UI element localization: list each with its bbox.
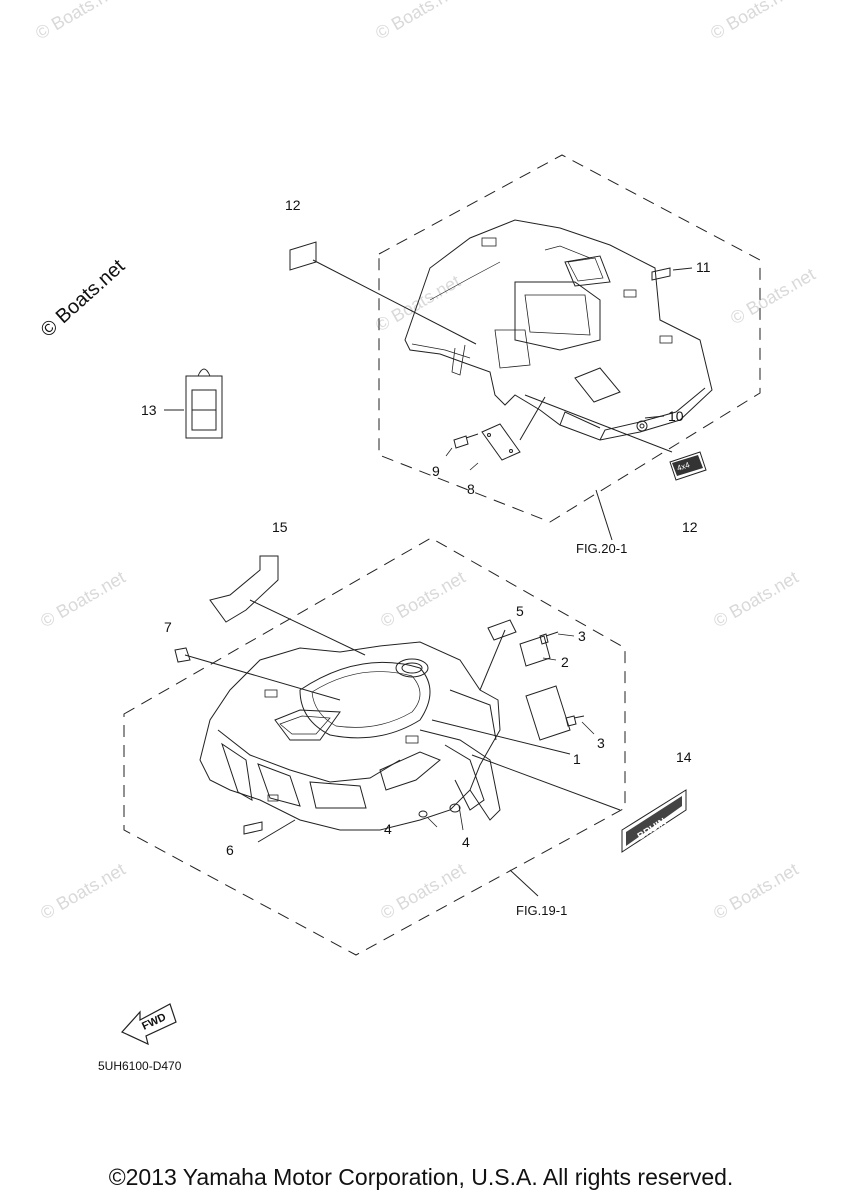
front-group-boundary: [123, 537, 626, 956]
leader-8: [519, 396, 546, 441]
copyright-notice: ©2013 Yamaha Motor Corporation, U.S.A. A…: [108, 1164, 734, 1190]
part-8-plate: [481, 423, 521, 461]
watermark: © Boats.net: [372, 0, 464, 43]
callout-5: 5: [516, 603, 524, 619]
callout-3-bottom: 3: [597, 735, 605, 751]
callout-6: 6: [226, 842, 234, 858]
rear-fender-assembly: [312, 154, 761, 541]
leader-12-top: [312, 259, 477, 345]
leader-5-2: [479, 629, 506, 691]
part-11-decal: [651, 267, 671, 281]
part-4-washer-b: [449, 803, 461, 813]
front-fender: [199, 641, 501, 831]
forward-arrow: FWD: [121, 1003, 177, 1046]
front-fender-assembly: [123, 537, 626, 956]
part-10-grommet: [636, 420, 648, 432]
part-4-washer-a: [418, 810, 428, 818]
watermark-group: © Boats.net © Boats.net © Boats.net © Bo…: [32, 0, 819, 923]
leader-fig19: [509, 869, 539, 897]
front-small-parts: [174, 555, 687, 853]
watermark: © Boats.net: [710, 859, 802, 923]
leader-fig20: [595, 489, 613, 541]
part-2-bracket: [519, 635, 551, 667]
callout-15: 15: [272, 519, 288, 535]
leader-7: [184, 654, 341, 701]
part-15-decal: [209, 555, 279, 623]
part-1-panel: [525, 685, 571, 741]
leader-10: [644, 415, 665, 419]
callout-13: 13: [141, 402, 157, 418]
watermark-main: © Boats.net: [37, 255, 130, 342]
callout-12: 12: [285, 197, 301, 213]
callout-4-left: 4: [384, 821, 392, 837]
watermark: © Boats.net: [377, 567, 469, 631]
callout-11: 11: [696, 259, 711, 275]
watermark: © Boats.net: [37, 859, 129, 923]
part-3-bolt-b: [565, 715, 585, 727]
watermark: © Boats.net: [37, 567, 129, 631]
leader-6: [257, 819, 296, 843]
leader-12-bottom: [524, 394, 673, 453]
callout-8: 8: [467, 481, 475, 497]
watermark: © Boats.net: [707, 0, 799, 43]
callout-2: 2: [561, 654, 569, 670]
callout-7: 7: [164, 619, 172, 635]
part-13-tag: [185, 375, 223, 439]
leader-1: [431, 719, 571, 755]
leader-15: [249, 599, 366, 656]
callout-3-top: 3: [578, 628, 586, 644]
part-7-cap: [174, 647, 191, 663]
rear-fender: [404, 219, 713, 441]
diagram-code: 5UH6100-D470: [98, 1059, 182, 1073]
watermark: © Boats.net: [377, 859, 469, 923]
leader-11: [672, 267, 693, 271]
part-12-badge: [669, 451, 707, 481]
part-5-decal: [487, 619, 517, 641]
part-14-decal: [621, 789, 687, 853]
part-3-bolt-a: [539, 631, 559, 645]
watermark: © Boats.net: [727, 264, 819, 328]
callout-9: 9: [432, 463, 440, 479]
callout-10: 10: [668, 408, 684, 424]
part-9-screw: [453, 433, 479, 449]
figure-ref-front[interactable]: FIG.19-1: [516, 903, 567, 918]
rear-small-parts: [164, 241, 707, 481]
leader-14: [471, 754, 621, 811]
figure-ref-rear[interactable]: FIG.20-1: [576, 541, 627, 556]
rear-badge-text: 4x4: [676, 460, 692, 473]
callout-12-badge: 12: [682, 519, 698, 535]
part-6-decal: [243, 821, 263, 835]
callout-4-right: 4: [462, 834, 470, 850]
part-12-label-decal: [289, 241, 317, 271]
rear-group-boundary: [378, 154, 761, 523]
callout-numbers: 12 11 13 10 9 8 12 15 5 7 3 2 3 1 14 4 4…: [141, 197, 711, 858]
watermark: © Boats.net: [32, 0, 124, 43]
watermark: © Boats.net: [710, 567, 802, 631]
callout-1: 1: [573, 751, 581, 767]
callout-14: 14: [676, 749, 692, 765]
